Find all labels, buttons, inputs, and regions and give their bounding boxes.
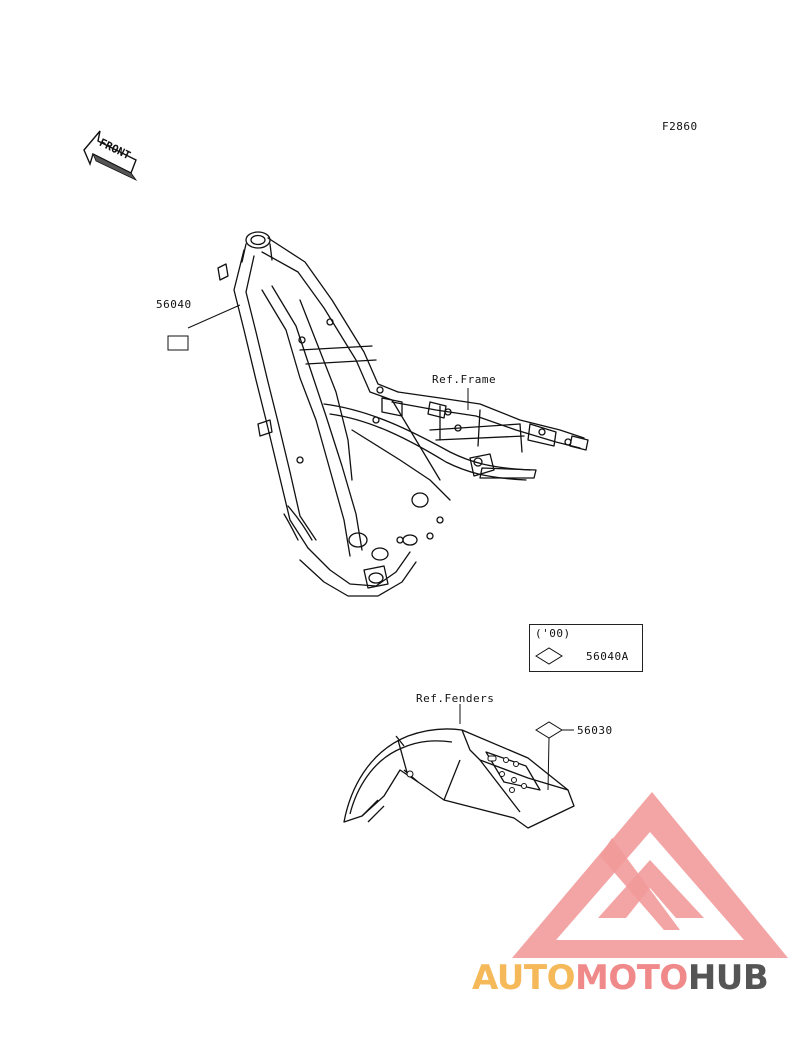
variant-callout-box <box>529 624 643 672</box>
figure-code: F2860 <box>662 120 698 133</box>
automotohub-logo-icon <box>512 792 788 958</box>
decal-56040A-shape <box>535 647 563 665</box>
watermark-moto: MOTO <box>574 958 688 998</box>
part-number-56040A: 56040A <box>586 650 629 663</box>
decal-56040-shape <box>167 335 189 351</box>
leader-line-56040 <box>187 304 241 329</box>
automotohub-watermark: AUTOMOTOHUB <box>472 958 792 1002</box>
rear-fender-illustration <box>343 728 575 829</box>
variant-year-label: ('00) <box>535 627 571 640</box>
watermark-auto: AUTO <box>472 958 575 998</box>
watermark-hub: HUB <box>687 958 769 998</box>
front-arrow-icon: FRONT <box>83 130 138 182</box>
leader-line-56030-to-fender <box>547 737 550 791</box>
part-number-56030: 56030 <box>577 724 613 737</box>
ref-fenders-label: Ref.Fenders <box>416 692 495 705</box>
decal-56030-shape <box>535 721 563 739</box>
fender-holes <box>406 755 527 793</box>
ref-frame-label: Ref.Frame <box>432 373 497 386</box>
part-number-56040: 56040 <box>156 298 192 311</box>
frame-illustration <box>217 231 589 597</box>
